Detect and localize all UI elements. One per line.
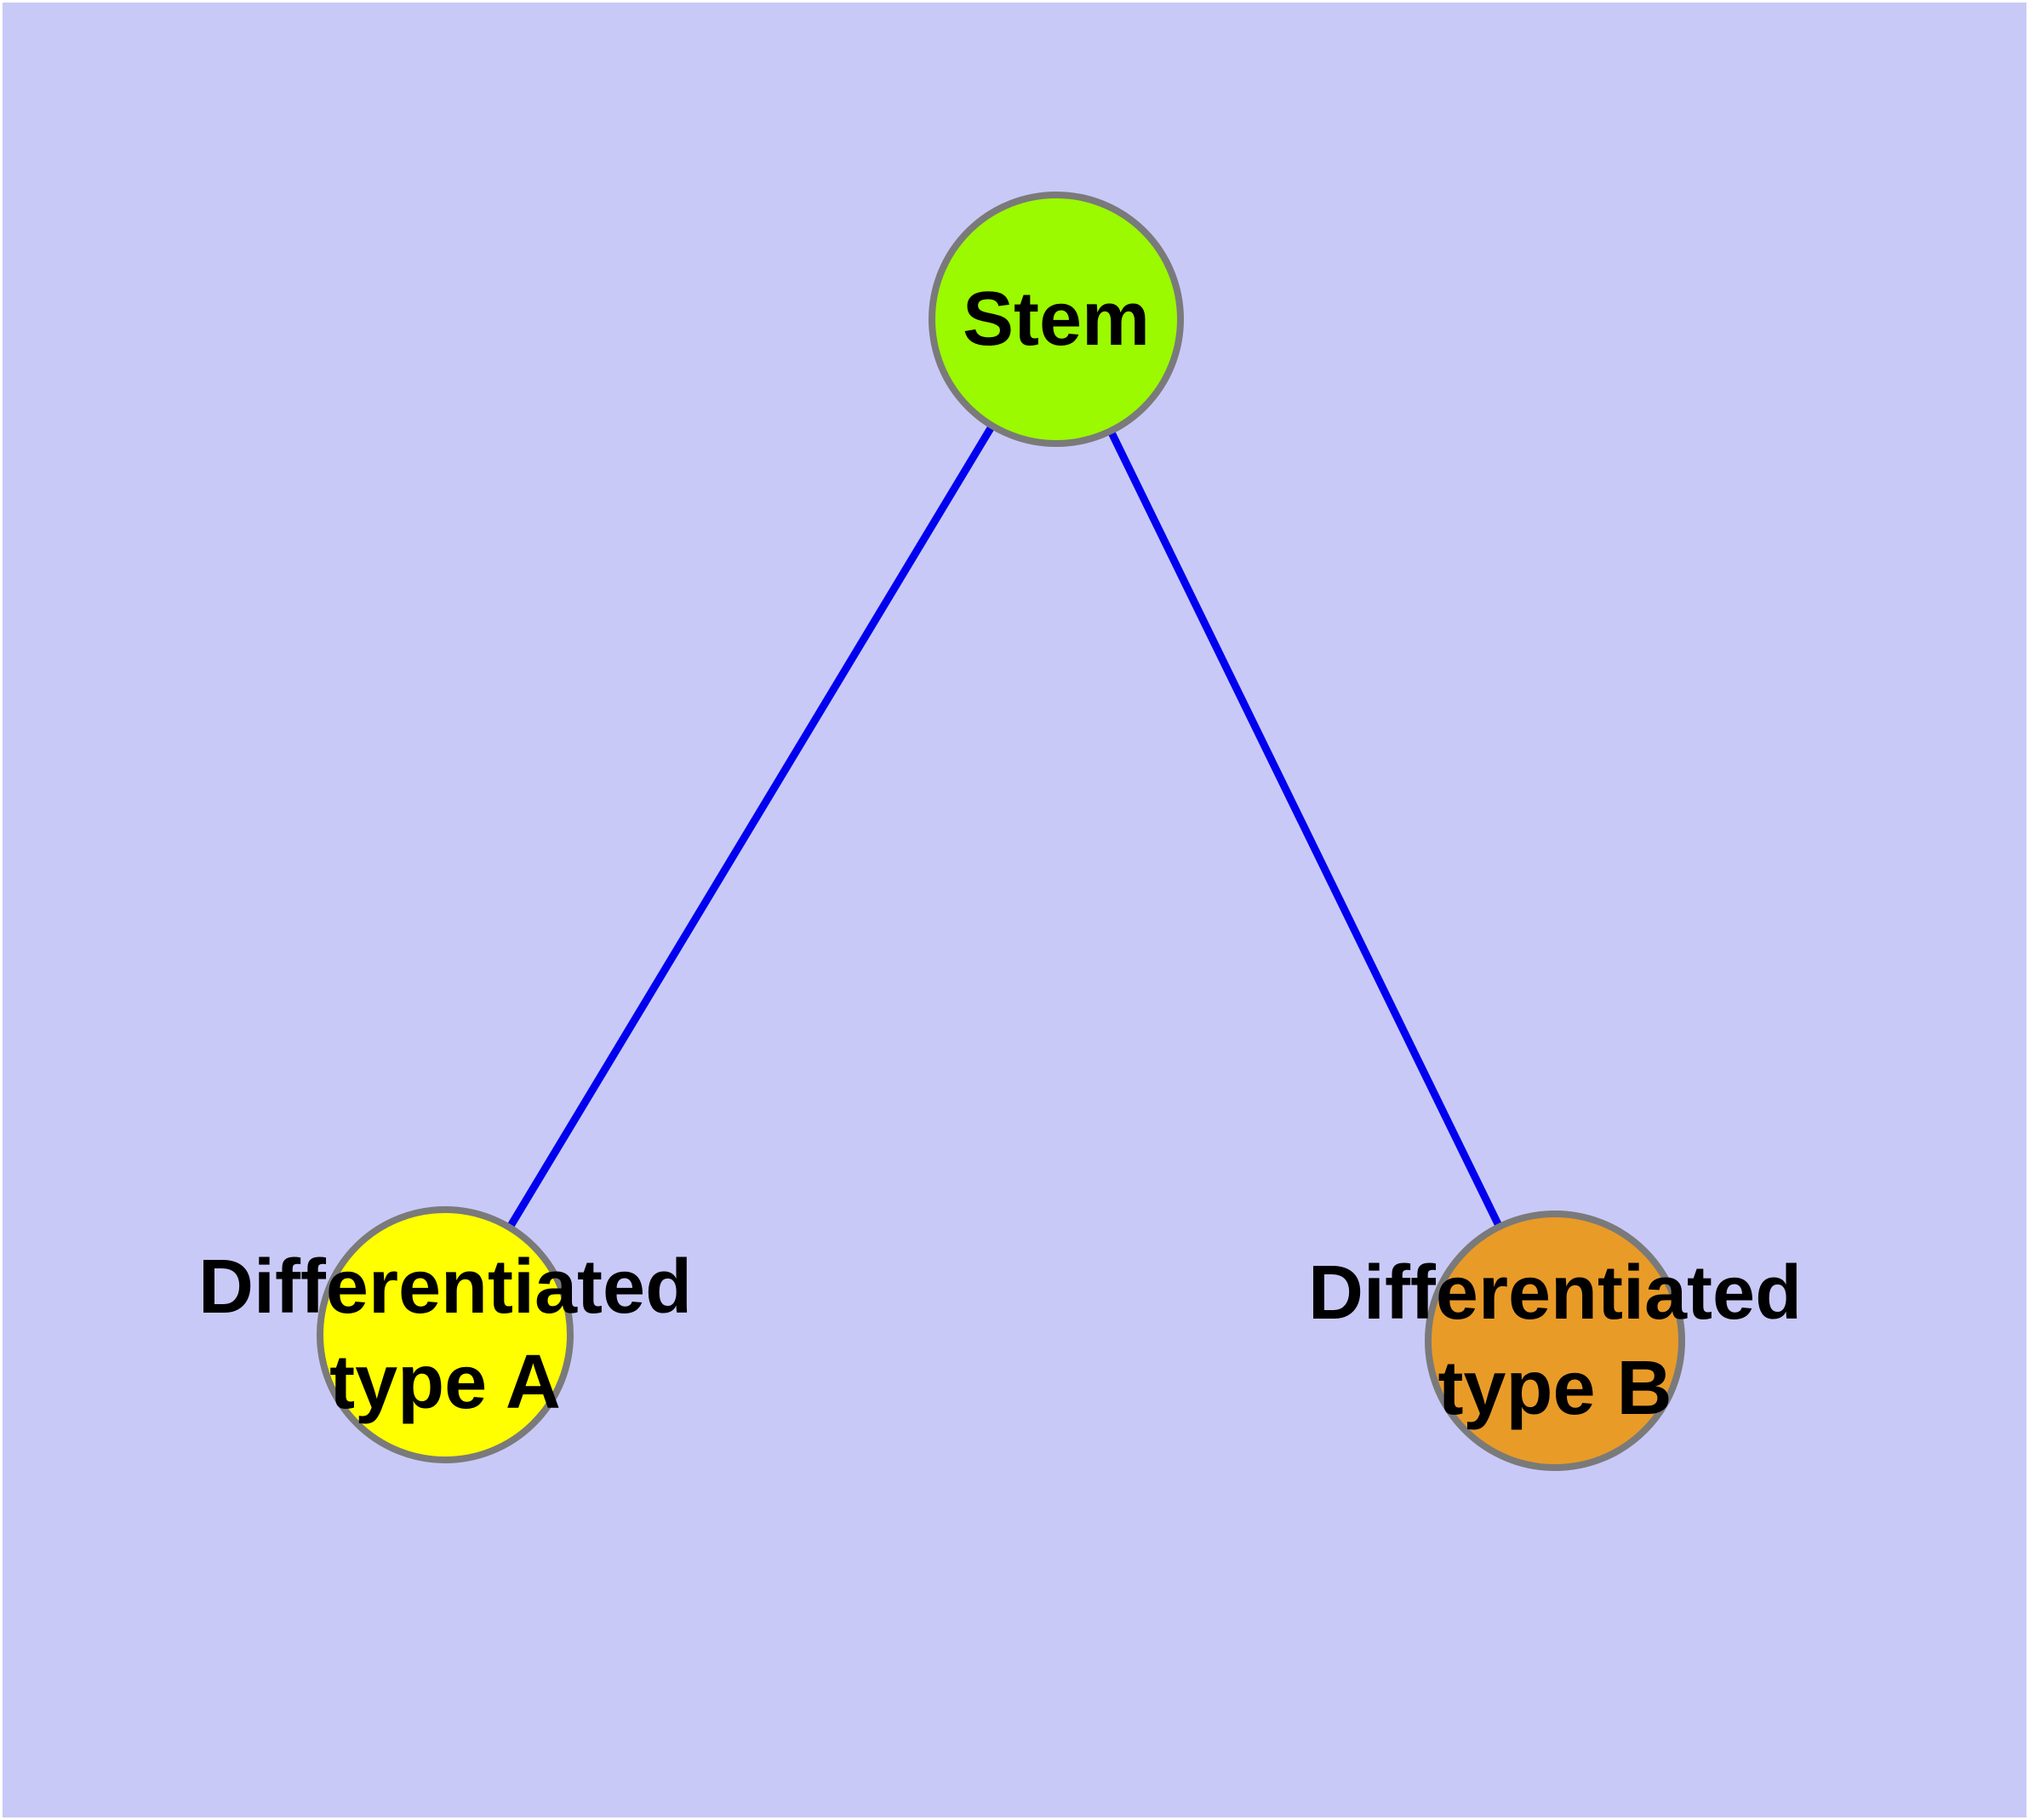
node-type-b-label-line2: type B bbox=[1437, 1346, 1672, 1431]
node-differentiated-type-b: Differentiated type B bbox=[1308, 1210, 1802, 1471]
node-differentiated-type-a: Differentiated type A bbox=[198, 1206, 692, 1463]
node-type-b-label-line1: Differentiated bbox=[1307, 1251, 1803, 1336]
node-type-b-label: Differentiated type B bbox=[1308, 1245, 1802, 1436]
node-type-a-label-line2: type A bbox=[329, 1340, 561, 1425]
node-type-a-label: Differentiated type A bbox=[198, 1239, 692, 1430]
edge-stem-to-type-a bbox=[442, 317, 1060, 1337]
diagram-canvas: Stem Differentiated type A Differentiate… bbox=[3, 3, 2026, 1817]
node-type-a-label-line1: Differentiated bbox=[197, 1245, 693, 1330]
node-stem-label-line: Stem bbox=[962, 277, 1151, 362]
node-stem: Stem bbox=[929, 192, 1184, 447]
edges-layer bbox=[442, 317, 1559, 1342]
edge-stem-to-type-b bbox=[1052, 318, 1559, 1342]
node-stem-label: Stem bbox=[963, 272, 1150, 367]
